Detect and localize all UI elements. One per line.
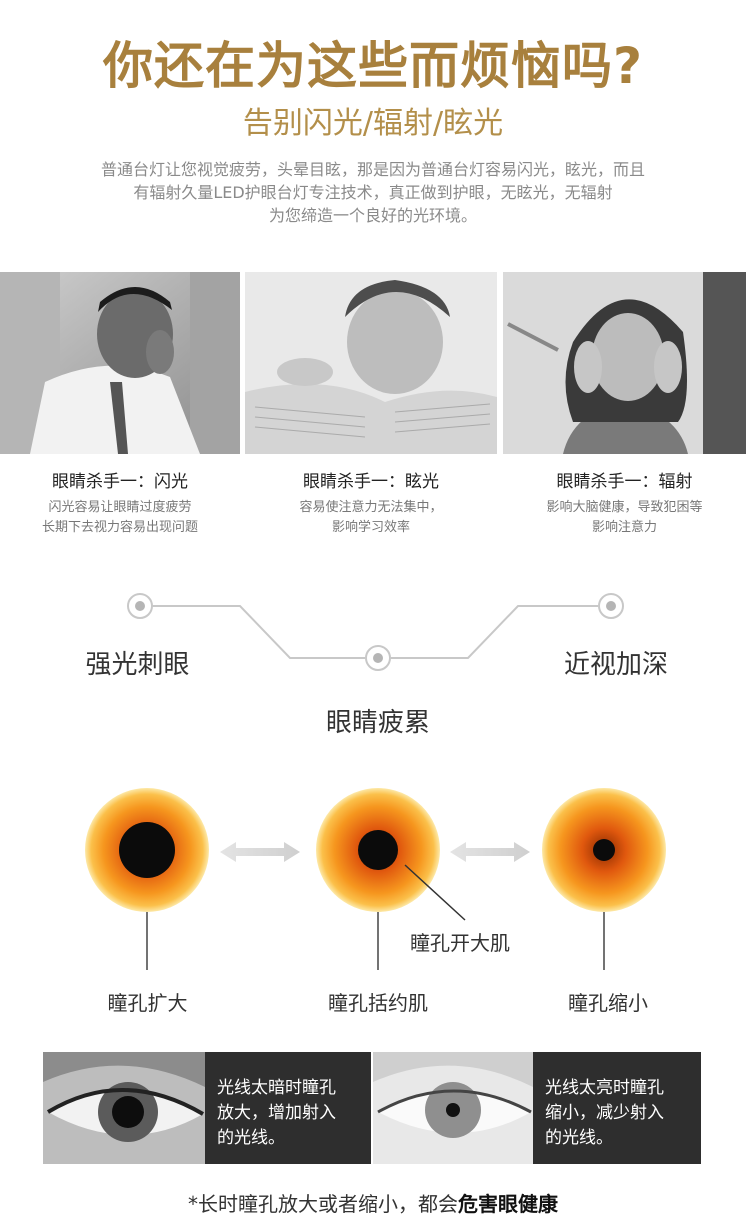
eye-dilated: [85, 788, 209, 912]
panel-bright-light: 光线太亮时瞳孔 缩小，减少射入 的光线。: [373, 1052, 701, 1164]
killer-desc: 长期下去视力容易出现问题: [41, 520, 198, 535]
panel-line: 放大，增加射入: [217, 1103, 336, 1123]
killer-desc: 影响大脑健康，导致犯困等: [546, 500, 703, 515]
flow-line-right: [391, 605, 598, 659]
eye-constricted: [542, 788, 666, 912]
panel-line: 缩小，减少射入: [545, 1103, 664, 1123]
killer-title: 眼睛杀手一：辐射: [556, 472, 693, 492]
flow-diagram: [127, 593, 624, 671]
panel-line: 的光线。: [545, 1128, 613, 1148]
killer-title: 眼睛杀手一：闪光: [52, 472, 188, 492]
label-dilator-muscle: 瞳孔开大肌: [410, 931, 510, 955]
label-pupil-dilate: 瞳孔扩大: [107, 991, 188, 1015]
eye-photo-dilated: [43, 1052, 205, 1164]
panel-dark-light: 光线太暗时瞳孔 放大，增加射入 的光线。: [43, 1052, 371, 1164]
pupil-diagram: [85, 788, 666, 970]
label-pupil-constrict: 瞳孔缩小: [568, 991, 648, 1015]
photo-tired-man: [0, 272, 240, 454]
flow-label-left: 强光刺眼: [85, 650, 190, 680]
flow-line-left: [152, 605, 365, 659]
flow-node-right: [598, 593, 624, 619]
intro-line-1: 普通台灯让您视觉疲劳，头晕目眩，那是因为普通台灯容易闪光，眩光，而且: [100, 160, 645, 179]
panel-line: 光线太亮时瞳孔: [545, 1078, 664, 1098]
double-arrow-left: [220, 842, 300, 862]
page-subtitle: 告别闪光/辐射/眩光: [242, 106, 504, 141]
killer-caption-glare: 眼睛杀手一：眩光 容易使注意力无法集中， 影响学习效率: [245, 467, 497, 538]
label-sphincter-muscle: 瞳孔括约肌: [328, 991, 428, 1015]
intro-line-2: 有辐射久量LED护眼台灯专注技术，真正做到护眼，无眩光，无辐射: [133, 183, 613, 202]
killer-desc: 影响学习效率: [331, 520, 410, 535]
flow-label-middle: 眼睛疲累: [325, 708, 430, 738]
flow-label-right: 近视加深: [563, 650, 668, 680]
panel-line: 光线太暗时瞳孔: [217, 1078, 336, 1098]
killer-desc: 影响注意力: [591, 520, 657, 535]
note-prefix: *长时瞳孔放大或者缩小，都会: [188, 1192, 458, 1216]
flow-node-left: [127, 593, 153, 619]
killer-caption-flash: 眼睛杀手一：闪光 闪光容易让眼睛过度疲劳长期下去视力容易出现问题: [0, 467, 240, 538]
killer-desc: 容易使注意力无法集中，: [299, 500, 443, 515]
page-title: 你还在为这些而烦恼吗?: [102, 37, 643, 95]
double-arrow-right: [450, 842, 530, 862]
panel-text-dark: 光线太暗时瞳孔 放大，增加射入 的光线。: [205, 1052, 371, 1164]
eye-normal: [316, 788, 440, 912]
killer-desc: 闪光容易让眼睛过度疲劳: [48, 500, 192, 515]
killer-caption-radiation: 眼睛杀手一：辐射 影响大脑健康，导致犯困等影响注意力: [503, 467, 746, 538]
intro-line-3: 为您缔造一个良好的光环境。: [268, 206, 477, 225]
panel-line: 的光线。: [217, 1128, 285, 1148]
photo-boy-reading: [245, 272, 497, 454]
eye-photo-constricted: [373, 1052, 533, 1164]
killer-title: 眼睛杀手一：眩光: [303, 472, 439, 492]
note-emphasis: 危害眼健康: [458, 1192, 558, 1216]
pointer-line-callout: [404, 864, 466, 921]
panel-text-bright: 光线太亮时瞳孔 缩小，减少射入 的光线。: [533, 1052, 701, 1164]
flow-node-middle: [365, 645, 391, 671]
intro-text: 普通台灯让您视觉疲劳，头晕目眩，那是因为普通台灯容易闪光，眩光，而且 有辐射久量…: [20, 158, 726, 227]
footer-note: *长时瞳孔放大或者缩小，都会危害眼健康: [0, 1188, 746, 1217]
photo-woman-headache: [503, 272, 746, 454]
